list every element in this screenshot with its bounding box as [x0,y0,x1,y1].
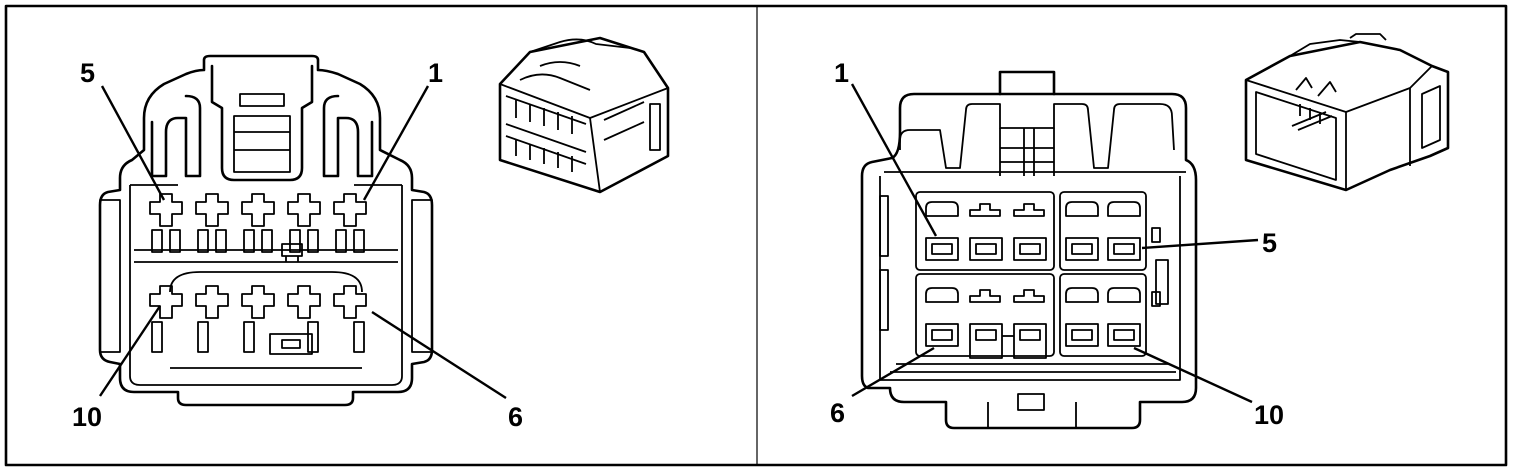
left-terminal-row-bottom [149,285,367,353]
right-pin-label-5: 5 [1262,228,1277,258]
leader-right-pin-5 [1141,238,1259,250]
right-pin-row-top [925,201,1141,261]
leader-right-pin-6 [851,346,935,398]
leader-right-pin-1 [850,83,938,237]
left-pin-leaders [99,85,507,400]
leader-left-pin-10 [99,305,161,397]
right-connector-face [860,70,1198,430]
leader-left-pin-5 [100,85,166,201]
left-pin-label-5: 5 [80,58,95,88]
right-pin-row-bottom [925,287,1141,359]
right-pin-label-6: 6 [830,398,845,428]
right-pin-label-1: 1 [834,58,849,88]
left-pin-label-1: 1 [428,58,443,88]
right-pin-leaders [850,83,1259,404]
diagram-frame [4,4,1508,467]
leader-left-pin-6 [371,310,507,400]
left-terminal-row-top [149,193,367,253]
left-connector-face [98,54,434,407]
leader-right-pin-10 [1133,346,1253,404]
left-pin-label-10: 10 [72,402,102,432]
left-pin-label-6: 6 [508,402,523,432]
right-pin-label-10: 10 [1254,400,1284,430]
left-connector-isometric [498,36,670,194]
leader-left-pin-1 [362,85,430,201]
right-connector-isometric [1244,33,1450,192]
